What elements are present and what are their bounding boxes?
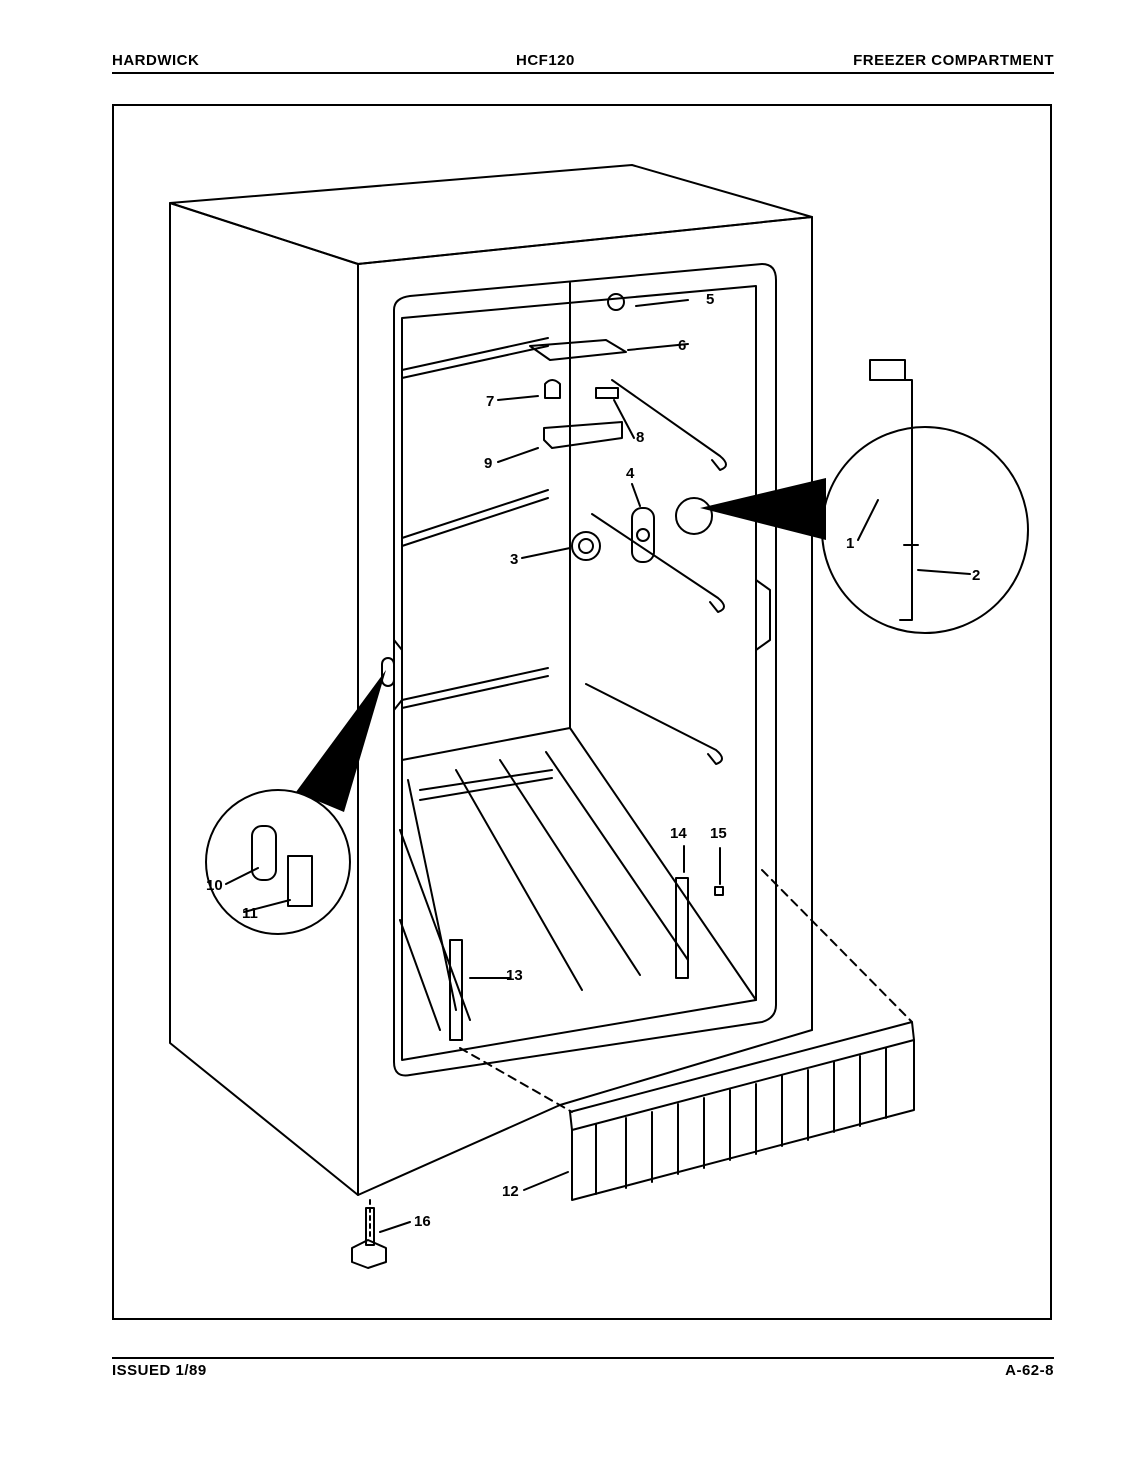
callout-1: 1 <box>846 535 854 552</box>
header-brand: HARDWICK <box>112 52 200 69</box>
callout-12: 12 <box>502 1183 519 1200</box>
callout-7: 7 <box>486 393 494 410</box>
header-model: HCF120 <box>516 52 575 69</box>
header-section: FREEZER COMPARTMENT <box>853 52 1054 69</box>
callout-5: 5 <box>706 291 714 308</box>
footer-rule <box>112 1357 1054 1359</box>
detail-circle-thermostat <box>821 426 1029 634</box>
door-liner <box>393 263 777 1077</box>
callout-15: 15 <box>710 825 727 842</box>
callout-14: 14 <box>670 825 687 842</box>
footer-issued: ISSUED 1/89 <box>112 1362 207 1379</box>
footer-page-code: A-62-8 <box>1005 1362 1054 1379</box>
callout-3: 3 <box>510 551 518 568</box>
callout-13: 13 <box>506 967 523 984</box>
callout-11: 11 <box>242 905 258 922</box>
cabinet-top <box>169 164 813 265</box>
callout-9: 9 <box>484 455 492 472</box>
inner-liner <box>401 285 757 1061</box>
cabinet-left-side <box>169 202 359 1196</box>
cabinet-front <box>357 216 813 1196</box>
callout-6: 6 <box>678 337 686 354</box>
callout-4: 4 <box>626 465 635 482</box>
callout-8: 8 <box>636 429 644 446</box>
diagram-frame <box>112 104 1052 1320</box>
header-rule <box>112 72 1054 74</box>
callout-2: 2 <box>972 567 980 584</box>
callout-16: 16 <box>414 1213 431 1230</box>
detail-circle-hinge <box>205 789 351 935</box>
callout-10: 10 <box>206 877 223 894</box>
toe-grille <box>569 1021 915 1131</box>
